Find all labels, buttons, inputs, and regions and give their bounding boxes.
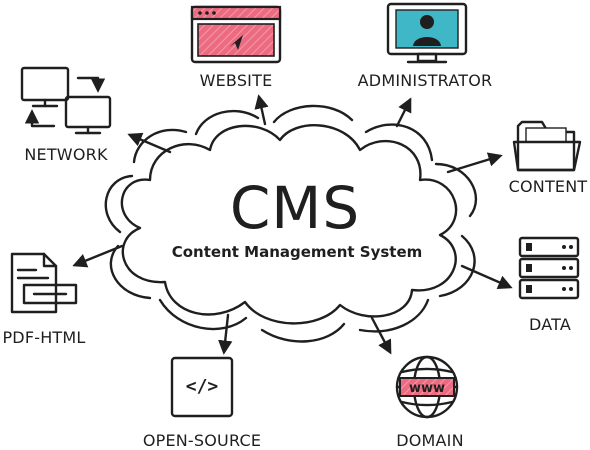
arrow-domain [370,316,392,355]
node-network: NETWORK [20,66,112,164]
arrow-pdf-html [72,244,124,268]
browser-window-icon [190,5,282,64]
svg-text:www: www [409,381,445,396]
cms-subtitle: Content Management System [172,243,423,261]
connector-arrows [72,94,513,355]
document-icon [10,252,78,314]
arrow-website [254,94,269,126]
network-computers-icon [20,66,112,135]
node-data: DATA [518,236,580,334]
code-icon: </> [170,356,234,418]
folder-icon [512,120,582,172]
arrow-network [127,132,172,154]
arrow-content [446,152,503,174]
label-administrator: ADMINISTRATOR [358,71,493,90]
label-open-source: OPEN-SOURCE [143,431,261,450]
label-domain: DOMAIN [396,431,464,450]
label-website: WEBSITE [200,71,273,90]
server-stack-icon [518,236,580,300]
label-network: NETWORK [24,145,108,164]
www-globe-icon: www [395,355,459,419]
label-data: DATA [529,315,571,334]
node-open-source: </> OPEN-SOURCE [143,356,261,450]
node-website: WEBSITE [190,5,282,90]
arrow-open-source [218,313,233,355]
arrow-data [460,264,513,289]
arrow-administrator [395,97,412,128]
admin-monitor-icon [386,2,468,64]
svg-text:</>: </> [186,376,219,397]
node-pdf-html: PDF-HTML [2,252,85,347]
label-content: CONTENT [509,177,588,196]
label-pdf-html: PDF-HTML [2,328,85,347]
node-administrator: ADMINISTRATOR [358,2,493,90]
node-content: CONTENT [509,120,588,196]
central-cloud [104,104,477,343]
cms-title: CMS [230,174,360,242]
node-domain: www DOMAIN [395,355,464,450]
